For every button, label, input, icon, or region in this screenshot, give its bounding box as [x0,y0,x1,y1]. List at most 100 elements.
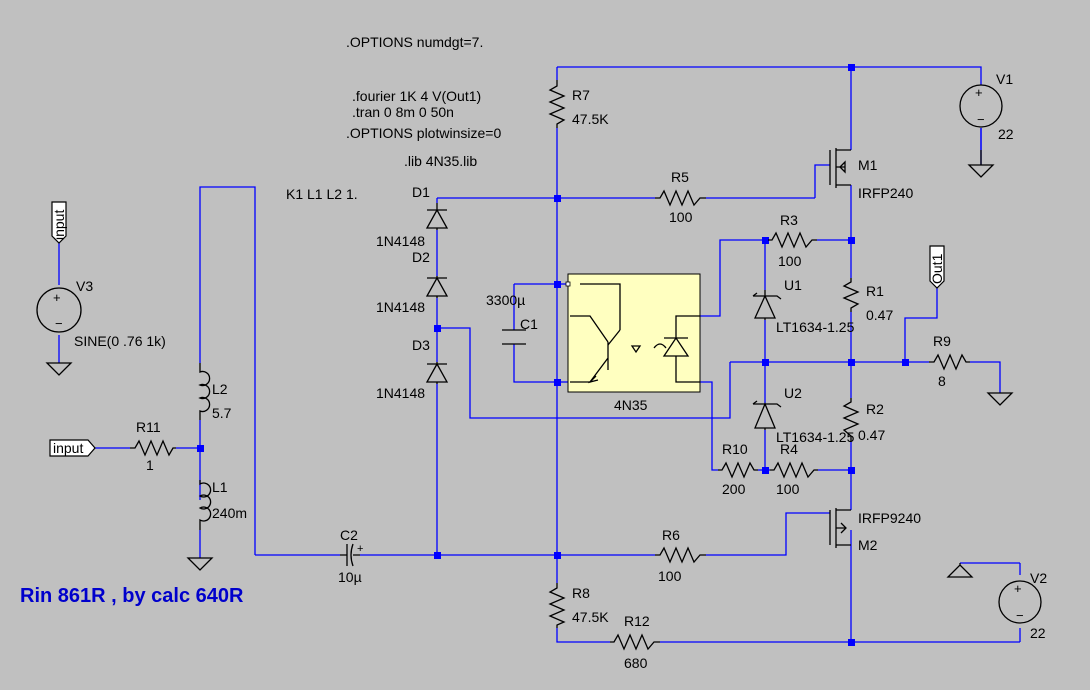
label-r7-name: R7 [572,87,590,103]
resistor-r1[interactable] [842,278,860,312]
svg-text:+: + [53,290,61,305]
resistor-r5[interactable] [655,189,706,207]
label-u2-name: U2 [784,385,802,401]
reference-u2[interactable] [752,400,782,430]
voltage-source-v3[interactable]: + − [36,287,82,333]
label-v2-name: V2 [1030,570,1047,586]
label-d3-name: D3 [412,337,430,353]
svg-text:−: − [977,112,985,127]
reference-u1[interactable] [752,290,782,320]
label-d2-name: D2 [412,249,430,265]
label-d2-value: 1N4148 [376,299,425,315]
mosfet-m2[interactable] [829,508,851,548]
resistor-r10[interactable] [718,461,758,479]
label-d3-value: 1N4148 [376,385,425,401]
label-l1-value: 240m [212,505,247,521]
label-v2-value: 22 [1030,625,1046,641]
label-l2-name: L2 [212,381,228,397]
diode-d2[interactable] [425,276,449,298]
voltage-source-v1[interactable]: + − [959,84,1003,128]
label-opto-name: 4N35 [614,397,648,413]
optocoupler-4n35[interactable] [565,273,701,393]
resistor-r2[interactable] [842,398,860,442]
label-r10-name: R10 [722,441,748,457]
label-v1-value: 22 [998,126,1014,142]
label-r9-value: 8 [938,373,946,389]
label-d1-name: D1 [412,184,430,200]
label-r4-name: R4 [780,441,798,457]
resistor-r12[interactable] [610,633,660,651]
label-r11-name: R11 [136,419,161,435]
label-v1-name: V1 [996,71,1013,87]
label-r3-value: 100 [778,253,802,269]
label-m1-value: IRFP240 [858,185,913,201]
net-flag-input-r11[interactable]: input [49,439,96,457]
directive-lib[interactable]: .lib 4N35.lib [404,153,477,169]
label-r1-value: 0.47 [866,307,893,323]
label-r6-name: R6 [662,527,680,543]
diode-d3[interactable] [425,362,449,384]
inductor-l2[interactable] [198,363,211,420]
directive-tran[interactable]: .tran 0 8m 0 50n [352,104,454,120]
capacitor-c1[interactable] [502,329,526,345]
svg-text:+: + [975,85,983,100]
label-l1-name: L1 [212,479,228,495]
label-r9-name: R9 [933,333,951,349]
label-r4-value: 100 [776,481,800,497]
label-r2-name: R2 [866,401,884,417]
svg-text:−: − [1016,608,1024,623]
label-d1-value: 1N4148 [376,233,425,249]
net-flag-input-v3[interactable]: input [51,201,67,244]
label-c2-value: 10µ [338,569,362,585]
diode-d1[interactable] [425,203,449,230]
label-c1-value: 3300µ [486,292,525,308]
capacitor-c2[interactable]: + [340,543,363,567]
mosfet-m1[interactable] [829,148,851,188]
label-r10-value: 200 [722,481,746,497]
resistor-r7[interactable] [548,80,566,128]
label-r8-value: 47.5K [572,609,609,625]
label-r5-name: R5 [671,169,689,185]
resistor-r9[interactable] [929,353,970,371]
directive-numdgt[interactable]: .OPTIONS numdgt=7. [346,34,483,50]
net-flag-input-v3-label: input [51,210,67,240]
directive-fourier[interactable]: .fourier 1K 4 V(Out1) [352,88,481,104]
label-c2-name: C2 [340,527,358,543]
net-flag-out1[interactable]: Out1 [929,245,945,289]
wires [58,66,1021,643]
resistor-r4[interactable] [770,461,818,479]
svg-text:+: + [1014,581,1022,596]
directive-plotwinsize[interactable]: .OPTIONS plotwinsize=0 [346,125,501,141]
svg-text:+: + [357,543,363,555]
resistor-r3[interactable] [768,231,817,249]
net-flag-out1-label: Out1 [929,253,945,284]
junction-dots [197,64,909,646]
label-r12-name: R12 [624,613,650,629]
resistor-r6[interactable] [655,546,706,564]
resistor-r11[interactable] [130,439,176,457]
label-u2-value: LT1634-1.25 [776,429,855,445]
label-m2-name: M2 [858,537,878,553]
label-r7-value: 47.5K [572,111,609,127]
label-r8-name: R8 [572,585,590,601]
label-c1-name: C1 [520,316,538,332]
label-r12-value: 680 [624,655,648,671]
label-u1-value: LT1634-1.25 [776,319,855,335]
label-r5-value: 100 [669,209,693,225]
label-r3-name: R3 [780,212,798,228]
voltage-source-v2[interactable]: + − [998,580,1042,624]
inductor-l1[interactable] [198,480,212,530]
label-r6-value: 100 [658,568,682,584]
label-l2-value: 5.7 [212,405,232,421]
label-r2-value: 0.47 [858,427,885,443]
label-m2-value: IRFP9240 [858,510,921,526]
label-r1-name: R1 [866,283,884,299]
label-v3-name: V3 [76,278,93,294]
svg-text:−: − [55,316,63,331]
resistor-r8[interactable] [548,583,566,628]
label-v3-value: SINE(0 .76 1k) [74,333,166,349]
label-r11-value: 1 [146,457,154,473]
directive-coupling[interactable]: K1 L1 L2 1. [286,186,358,202]
net-flag-input-r11-label: input [53,440,83,456]
